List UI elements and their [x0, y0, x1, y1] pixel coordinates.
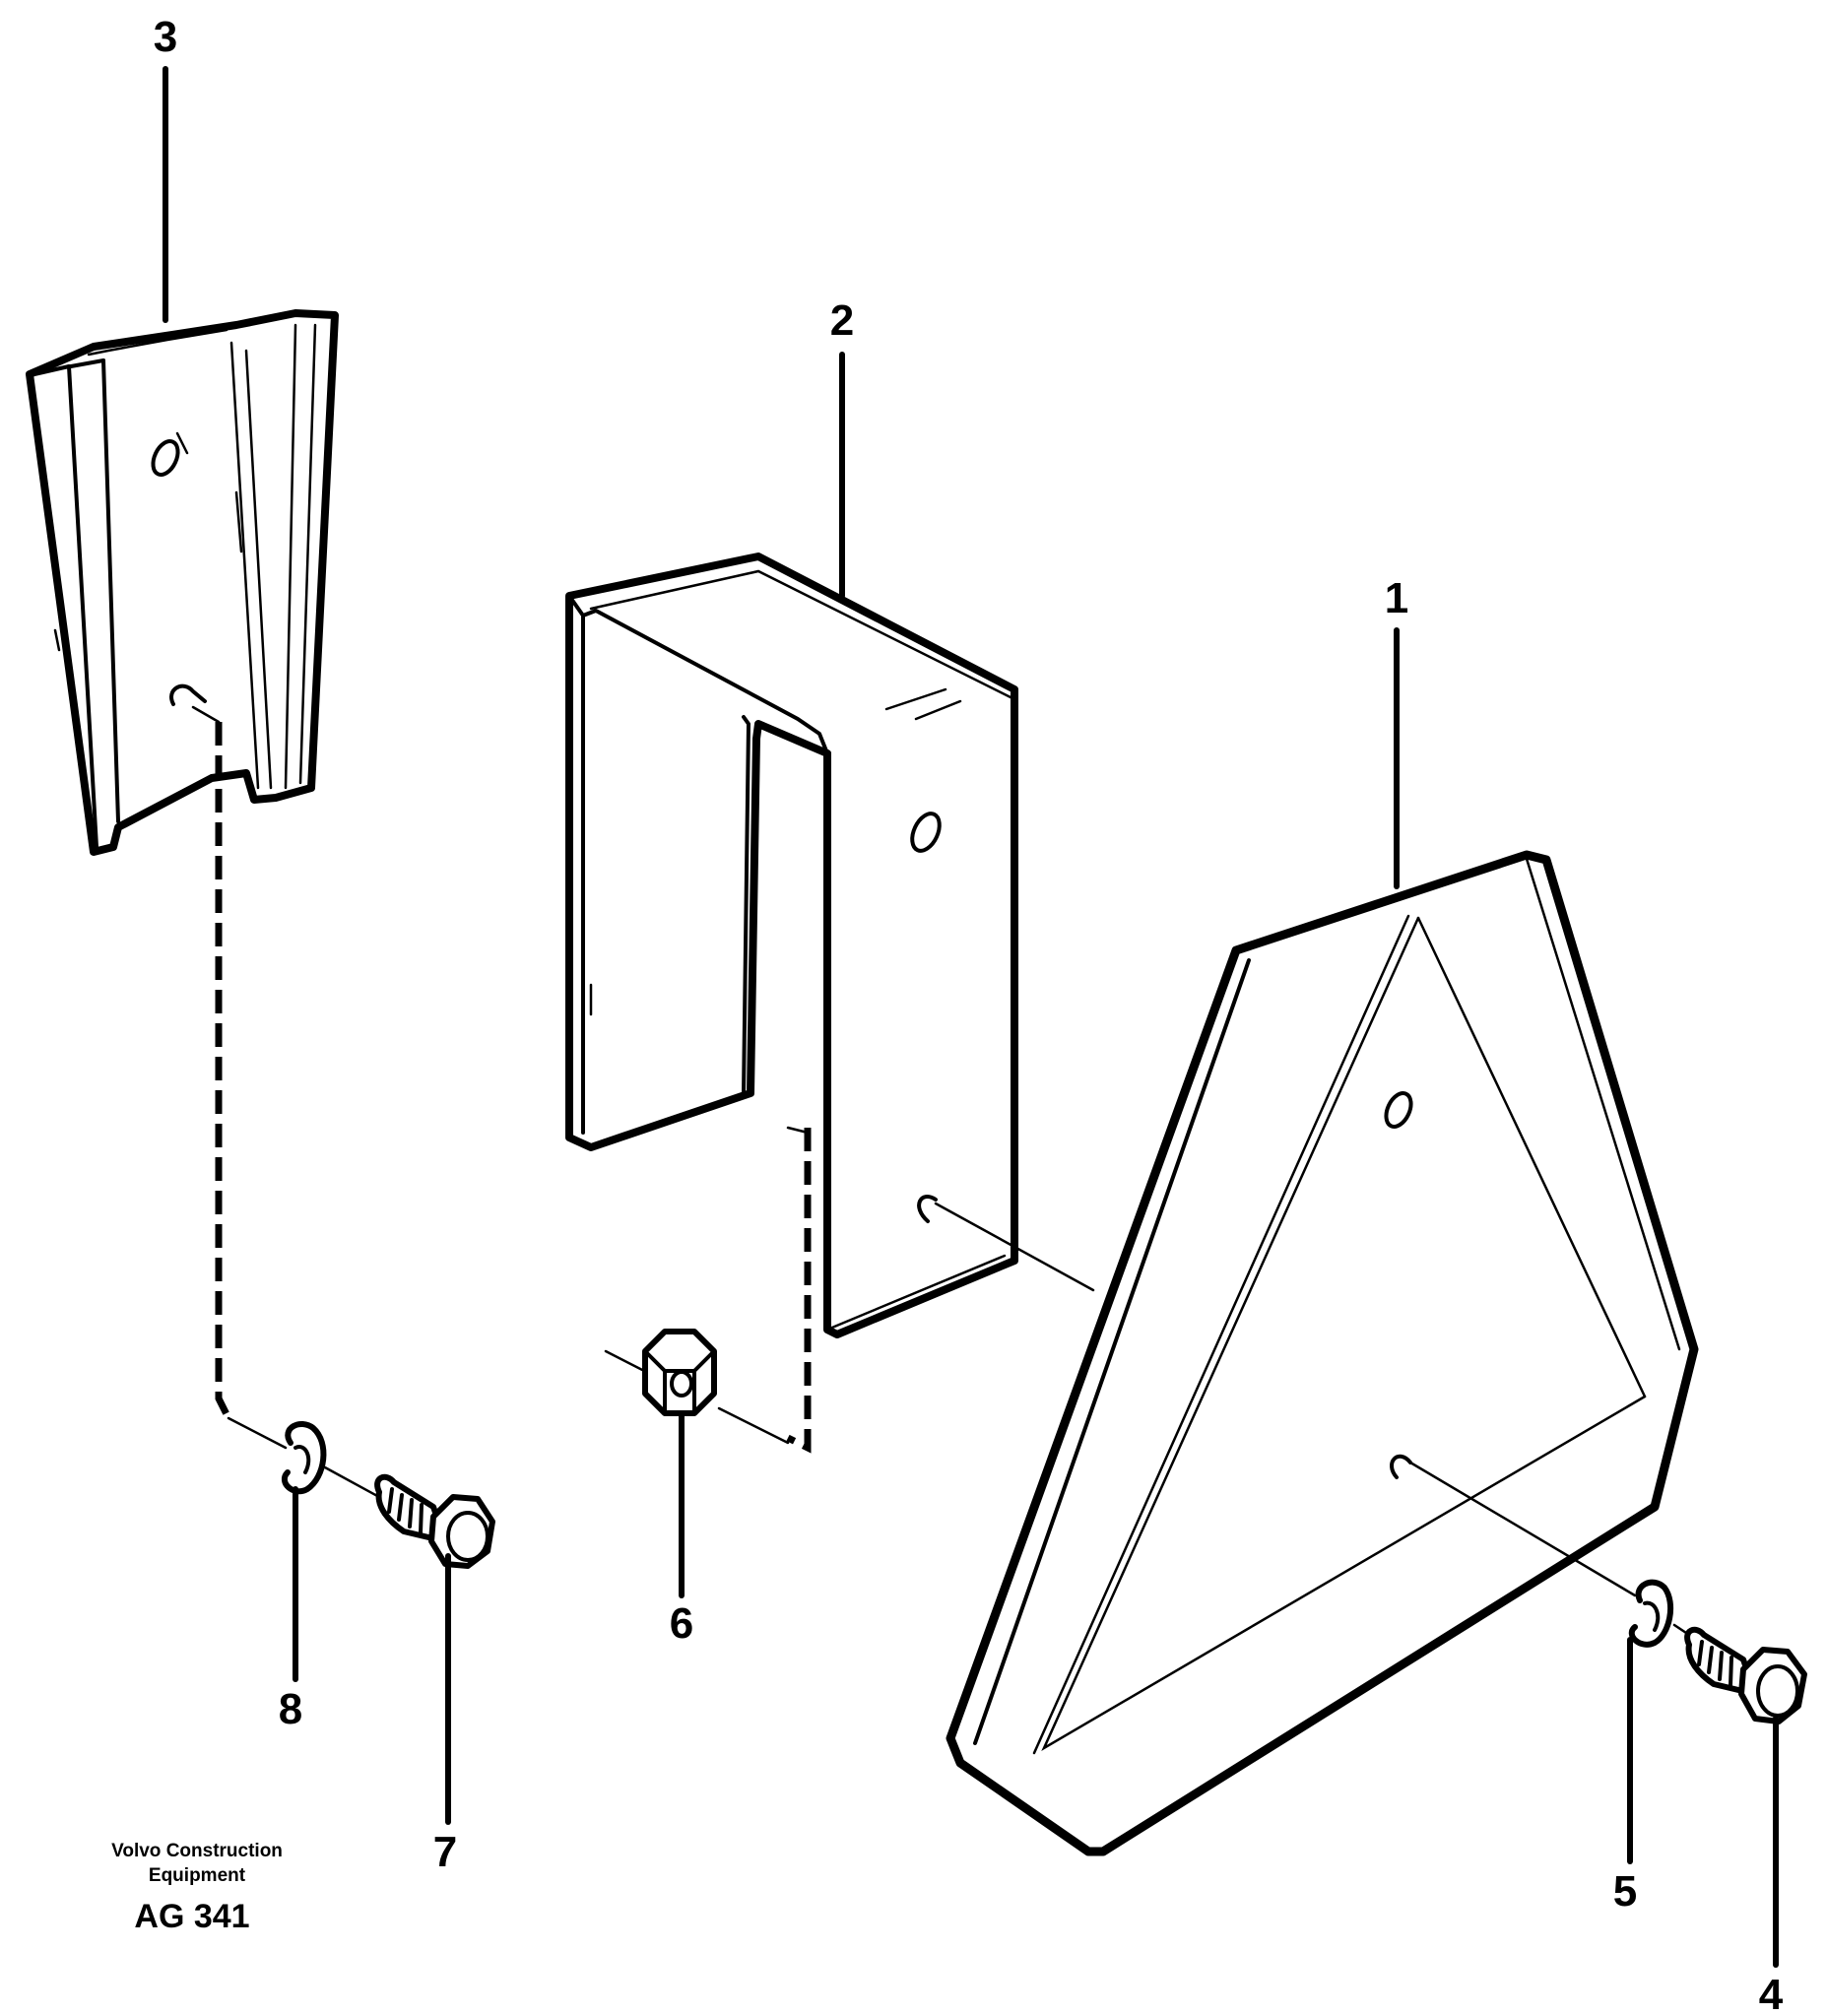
part-2-u-bracket — [565, 553, 1018, 1338]
assembly-line-bracket — [786, 1128, 812, 1454]
assembly-line-rail — [215, 722, 232, 1420]
assembly-line-reflector-bolt — [1408, 1461, 1637, 1597]
rail-upper-hole — [151, 439, 180, 477]
credit-line-2: Equipment — [149, 1865, 246, 1886]
assembly-line-bracket-reflector — [934, 1202, 1095, 1292]
callout-8: 8 — [279, 1685, 302, 1733]
callout-7: 7 — [433, 1828, 457, 1876]
callout-5: 5 — [1613, 1867, 1637, 1916]
callout-4: 4 — [1759, 1971, 1784, 2016]
callout-2: 2 — [830, 296, 854, 345]
reflector-upper-hole — [1384, 1091, 1413, 1129]
callout-1: 1 — [1385, 574, 1408, 622]
part-6-hex-nut — [604, 1329, 790, 1445]
callout-6: 6 — [670, 1599, 693, 1648]
part-8-lock-washer — [227, 1416, 381, 1499]
part-5-lock-washer — [1628, 1579, 1691, 1648]
part-7-bolt — [374, 1473, 495, 1569]
part-1-triangle-reflector — [946, 850, 1699, 1856]
part-3-mounting-rail — [26, 309, 339, 856]
reflector-lower-hole — [1390, 1454, 1412, 1479]
credit-line-1: Volvo Construction — [111, 1841, 283, 1861]
bracket-lower-hole — [917, 1195, 938, 1223]
callout-3: 3 — [154, 13, 177, 61]
bracket-upper-hole — [910, 812, 942, 853]
drawing-code: AG 341 — [134, 1898, 249, 1935]
part-4-bolt — [1684, 1626, 1807, 1724]
rail-lower-hole — [169, 683, 207, 706]
